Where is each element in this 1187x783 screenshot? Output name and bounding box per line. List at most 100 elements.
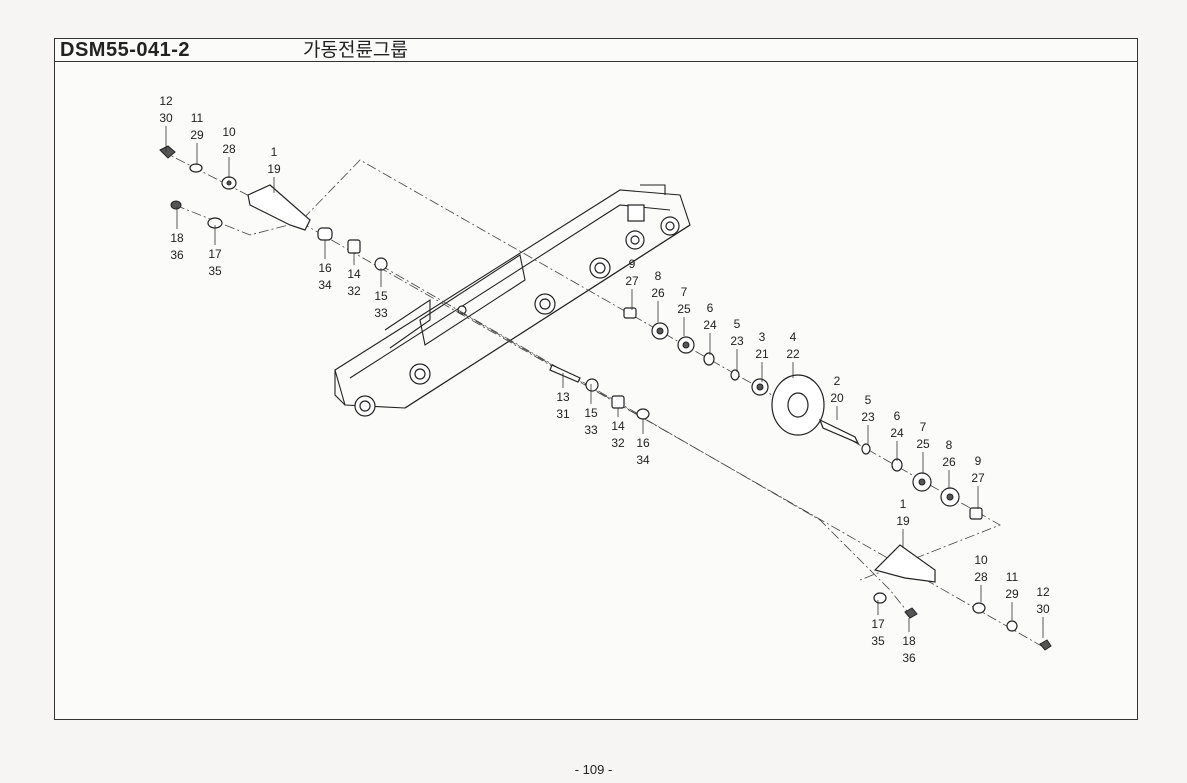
ref-number: 22 — [786, 347, 800, 361]
ref-number: 25 — [916, 437, 930, 451]
drawing-frame — [54, 38, 1138, 720]
callout-19: 624 — [890, 409, 904, 461]
ref-number: 35 — [208, 264, 222, 278]
title-bar: DSM55-041-2 가동전륜그룹 — [54, 38, 1138, 62]
part-number: 1 — [900, 497, 907, 511]
ref-number: 36 — [170, 248, 184, 262]
part-number: 11 — [191, 111, 204, 125]
drawing-code: DSM55-041-2 — [60, 39, 191, 61]
ref-number: 27 — [971, 471, 985, 485]
part-number: 5 — [865, 393, 872, 407]
ref-number: 25 — [677, 302, 691, 316]
callout-18: 523 — [861, 393, 875, 445]
callout-16: 422 — [786, 330, 800, 378]
part-number: 1 — [271, 145, 278, 159]
part-number: 4 — [790, 330, 797, 344]
part-number: 13 — [556, 390, 570, 404]
ref-number: 32 — [347, 284, 361, 298]
part-number: 10 — [974, 553, 988, 567]
part-number: 12 — [159, 94, 173, 108]
callout-27: 119 — [896, 497, 910, 548]
callout-17: 220 — [830, 374, 844, 420]
part-number: 3 — [759, 330, 766, 344]
callout-12: 725 — [677, 285, 691, 336]
ref-number: 35 — [871, 634, 885, 648]
ref-number: 33 — [374, 306, 388, 320]
track-frame — [334, 184, 691, 409]
right-parts — [549, 307, 1052, 651]
ref-number: 23 — [730, 334, 744, 348]
part-number: 8 — [655, 269, 662, 283]
callout-22: 927 — [971, 454, 985, 509]
part-number: 17 — [871, 617, 885, 631]
ref-number: 26 — [651, 286, 665, 300]
ref-number: 21 — [755, 347, 769, 361]
ref-number: 26 — [942, 455, 956, 469]
ref-number: 29 — [1005, 587, 1019, 601]
part-number: 6 — [894, 409, 901, 423]
ref-number: 33 — [584, 423, 598, 437]
part-number: 9 — [629, 257, 636, 271]
callout-13: 624 — [703, 301, 717, 355]
part-number: 7 — [920, 420, 927, 434]
ref-number: 29 — [190, 128, 204, 142]
callout-10: 927 — [625, 257, 639, 310]
callout-11: 826 — [651, 269, 665, 322]
part-number: 9 — [975, 454, 982, 468]
ref-number: 24 — [890, 426, 904, 440]
ref-number: 32 — [611, 436, 625, 450]
part-number: 7 — [681, 285, 688, 299]
part-number: 15 — [584, 406, 598, 420]
ref-number: 31 — [556, 407, 570, 421]
part-number: 10 — [222, 125, 236, 139]
part-number: 11 — [1006, 570, 1019, 584]
page-number: - 109 - — [574, 762, 613, 777]
ref-number: 28 — [974, 570, 988, 584]
part-number: 5 — [734, 317, 741, 331]
part-number: 16 — [636, 436, 650, 450]
ref-number: 36 — [902, 651, 916, 665]
part-number: 12 — [1036, 585, 1050, 599]
ref-number: 28 — [222, 142, 236, 156]
part-number: 16 — [318, 261, 332, 275]
part-number: 2 — [834, 374, 841, 388]
callout-21: 826 — [942, 438, 956, 489]
part-number: 18 — [902, 634, 916, 648]
part-number: 14 — [347, 267, 361, 281]
ref-number: 23 — [861, 410, 875, 424]
part-number: 14 — [611, 419, 625, 433]
callout-20: 725 — [916, 420, 930, 474]
part-number: 6 — [707, 301, 714, 315]
ref-number: 30 — [1036, 602, 1050, 616]
ref-number: 30 — [159, 111, 173, 125]
ref-number: 20 — [830, 391, 844, 405]
ref-number: 24 — [703, 318, 717, 332]
part-number: 18 — [170, 231, 184, 245]
part-number: 17 — [208, 247, 222, 261]
ref-number: 19 — [267, 162, 281, 176]
frame-rollers — [354, 216, 680, 417]
ref-number: 27 — [625, 274, 639, 288]
callout-15: 321 — [755, 330, 769, 382]
callout-14: 523 — [730, 317, 744, 372]
part-number: 8 — [946, 438, 953, 452]
ref-number: 34 — [318, 278, 332, 292]
callout-4: 119 — [267, 145, 281, 193]
